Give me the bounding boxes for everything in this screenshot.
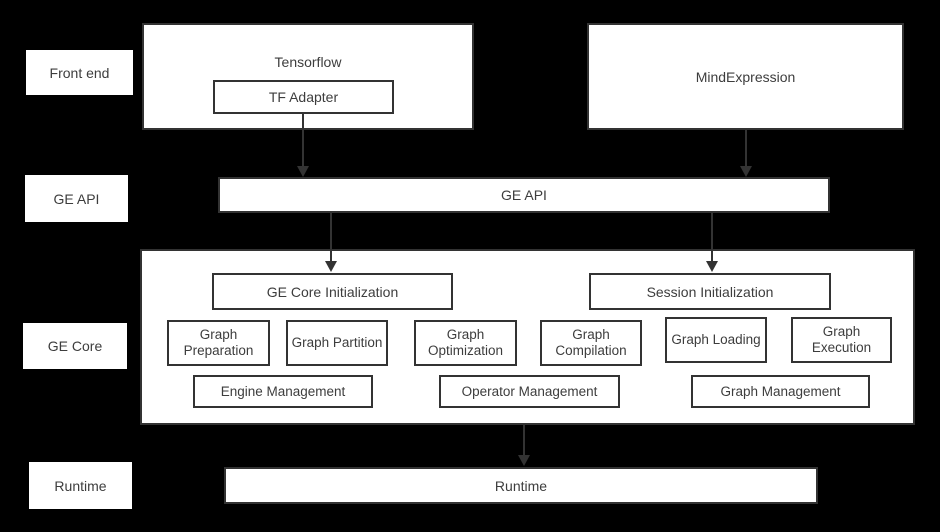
- tf-adapter-box: TF Adapter: [213, 80, 394, 114]
- graph-partition-box: Graph Partition: [286, 320, 388, 366]
- runtime-bar: Runtime: [224, 467, 818, 504]
- graph-optimization-box: Graph Optimization: [414, 320, 517, 366]
- tensorflow-box: Tensorflow TF Adapter: [142, 23, 474, 130]
- arrow-ge-api-to-session-initialization: [706, 213, 718, 272]
- side-label-ge-core: GE Core: [23, 323, 127, 369]
- arrow-ge-api-to-ge-core-initialization: [325, 213, 337, 272]
- arrow-head-icon: [706, 261, 718, 272]
- graph-compilation-box: Graph Compilation: [540, 320, 642, 366]
- side-label-runtime: Runtime: [29, 462, 132, 509]
- mind-expression-box: MindExpression: [587, 23, 904, 130]
- tensorflow-label: Tensorflow: [274, 54, 342, 70]
- graph-loading-box: Graph Loading: [665, 317, 767, 363]
- arrow-mind-expression-to-ge-api: [740, 130, 752, 177]
- arrow-head-icon: [325, 261, 337, 272]
- arrow-tf-adapter-to-ge-api: [297, 114, 309, 177]
- arrow-line: [711, 213, 713, 261]
- operator-management-box: Operator Management: [439, 375, 620, 408]
- arrow-line: [745, 130, 747, 166]
- graph-preparation-box: Graph Preparation: [167, 320, 270, 366]
- ge-api-bar: GE API: [218, 177, 830, 213]
- arrow-head-icon: [518, 455, 530, 466]
- graph-management-box: Graph Management: [691, 375, 870, 408]
- arrow-line: [302, 114, 304, 166]
- arrow-line: [523, 425, 525, 455]
- ge-core-initialization-box: GE Core Initialization: [212, 273, 453, 310]
- arrow-line: [330, 213, 332, 261]
- graph-execution-box: Graph Execution: [791, 317, 892, 363]
- side-label-front-end: Front end: [26, 50, 133, 95]
- engine-management-box: Engine Management: [193, 375, 373, 408]
- arrow-head-icon: [740, 166, 752, 177]
- session-initialization-box: Session Initialization: [589, 273, 831, 310]
- arrow-ge-core-to-runtime: [518, 425, 530, 466]
- arrow-head-icon: [297, 166, 309, 177]
- side-label-ge-api: GE API: [25, 175, 128, 222]
